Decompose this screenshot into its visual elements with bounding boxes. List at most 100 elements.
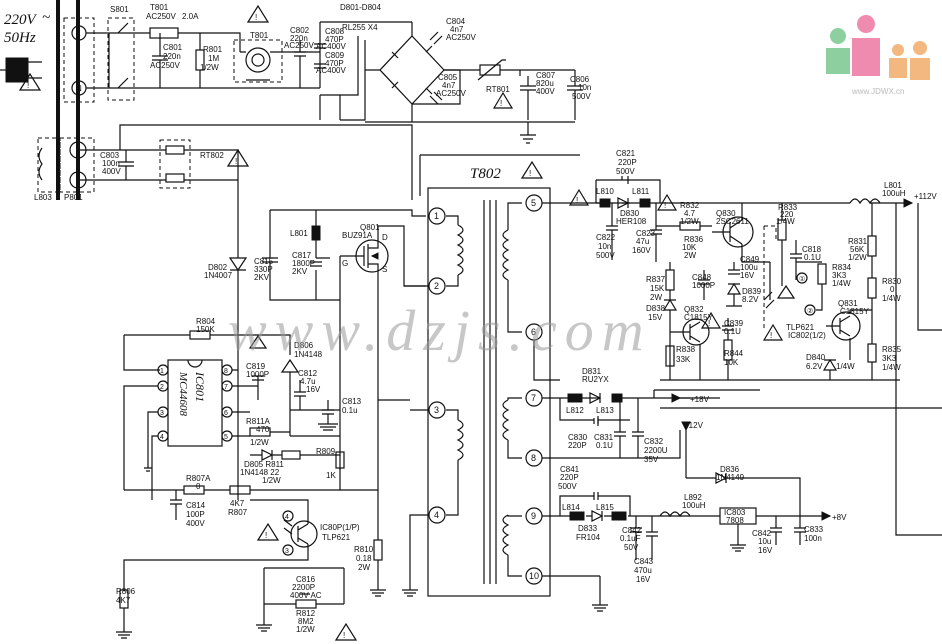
C843-label: C843 xyxy=(634,557,654,566)
D836-symbol xyxy=(686,472,801,516)
Q801-type: BUZ91A xyxy=(342,231,373,240)
terminal-block xyxy=(63,17,95,103)
C842b-rating: 16V xyxy=(758,546,773,555)
RT802-box xyxy=(159,139,191,189)
C832-rating: 35V xyxy=(644,455,659,464)
C807-value: 820u xyxy=(536,79,554,88)
C802-symbol xyxy=(294,40,306,88)
C823-symbol xyxy=(650,203,662,262)
rail-12v: +12V xyxy=(684,421,704,430)
D833-symbol xyxy=(591,510,604,522)
R831-label: R831 xyxy=(848,237,868,246)
C809-rating: AC400V xyxy=(316,66,346,75)
Q831-rating: 1/4W xyxy=(836,362,855,371)
D840-symbol xyxy=(822,358,838,371)
plug-icon xyxy=(5,57,29,83)
C812-symbol xyxy=(294,380,306,410)
D836-type: 1N4149 xyxy=(716,473,745,482)
C818-symbol xyxy=(790,240,802,280)
rail-112v: +112V xyxy=(914,192,937,201)
R806-label: R806 xyxy=(116,587,136,596)
D802-symbol xyxy=(228,235,248,290)
C832-value: 2200U xyxy=(644,446,668,455)
warning-mark: ! xyxy=(343,631,345,640)
C823-rating: 160V xyxy=(632,246,651,255)
TLP621-ref: IC802(1/2) xyxy=(788,331,826,340)
C848-value: 1000P xyxy=(692,281,715,290)
C839-label: C839 xyxy=(724,319,744,328)
D838-symbol xyxy=(662,298,678,311)
warning-icon: ! xyxy=(334,622,358,641)
IC801-label: IC801 xyxy=(193,371,207,402)
ground-icon xyxy=(402,285,429,597)
L815-bead xyxy=(611,511,627,521)
C801-label: C801 xyxy=(163,43,183,52)
t802-pin-6: 6 xyxy=(531,327,536,337)
L812-label: L812 xyxy=(566,406,584,415)
C818-label: C818 xyxy=(802,245,822,254)
T802-pins: 1 2 3 4 5 6 7 8 9 10 xyxy=(428,194,543,585)
C808-symbol xyxy=(314,43,326,49)
C848-label: C848 xyxy=(692,273,712,282)
RT801-label: RT801 xyxy=(486,85,510,94)
R804-symbol xyxy=(189,330,211,340)
R833-value: 220 xyxy=(780,210,794,219)
mains-frequency: 50Hz xyxy=(4,30,36,46)
TLP621-label: TLP621 xyxy=(786,323,815,332)
t802-pin-10: 10 xyxy=(529,571,539,581)
C802-rating: AC250V xyxy=(284,41,314,50)
C848-symbol xyxy=(698,270,710,300)
tlp-pin-1: ① xyxy=(799,275,805,283)
R811A-rating: 1/2W xyxy=(250,438,269,447)
C803-rating: 400V xyxy=(102,167,121,176)
C823-label: C823 xyxy=(636,229,656,238)
C803-value: 100n xyxy=(102,159,120,168)
C814-label: C814 xyxy=(186,501,206,510)
L892-value: 100uH xyxy=(682,501,706,510)
L801-output-coil xyxy=(849,198,881,205)
warning-icon: ! xyxy=(18,72,42,91)
t802-pin-1: 1 xyxy=(434,211,439,221)
IC801-chip xyxy=(167,359,223,447)
C849-rating: 16V xyxy=(740,271,755,280)
C804-rating: AC250V xyxy=(446,33,476,42)
C821-rating: 500V xyxy=(616,167,635,176)
ground-icon xyxy=(592,604,608,612)
C842b-value: 10u xyxy=(758,537,771,546)
C833-value: 100n xyxy=(804,534,822,543)
C839-value: 0.1U xyxy=(724,327,741,336)
C817-symbol xyxy=(310,257,330,267)
C830-value: 220P xyxy=(568,441,587,450)
D839-label: D839 xyxy=(742,287,762,296)
D831-symbol xyxy=(589,392,602,404)
T802-label: T802 xyxy=(470,166,501,182)
C809-label: C809 xyxy=(325,51,345,60)
R810-symbol xyxy=(373,539,383,561)
R838-symbol xyxy=(665,345,675,367)
terminal-L-label: L xyxy=(76,29,81,38)
D830-type: HER108 xyxy=(616,217,647,226)
C822-rating: 500V xyxy=(596,251,615,260)
opto-pin-4: 4 xyxy=(285,514,289,521)
Q832-type: C1815Y xyxy=(684,313,714,322)
ground-icon xyxy=(370,490,386,597)
C804-value: 4n7 xyxy=(450,25,464,34)
warning-icon: ! xyxy=(492,91,514,109)
bridge-type: RL255 X4 xyxy=(342,23,378,32)
R804-value: 150K xyxy=(196,325,215,334)
R838-value: 33K xyxy=(676,355,691,364)
logo-figure-icon xyxy=(892,44,904,56)
R835-symbol xyxy=(867,343,877,363)
C804-label: C804 xyxy=(446,17,466,26)
R812-label: R812 xyxy=(296,609,316,618)
L892-coil xyxy=(659,511,691,518)
C809-value: 470P xyxy=(325,59,344,68)
ground-icon xyxy=(256,604,272,632)
D833-label: D833 xyxy=(578,524,598,533)
C815-symbol xyxy=(262,210,278,286)
C813-symbol xyxy=(322,400,334,424)
C821-value: 220P xyxy=(618,158,637,167)
R831-symbol xyxy=(867,235,877,257)
C814-symbol xyxy=(170,490,182,520)
L813-label: L813 xyxy=(596,406,614,415)
